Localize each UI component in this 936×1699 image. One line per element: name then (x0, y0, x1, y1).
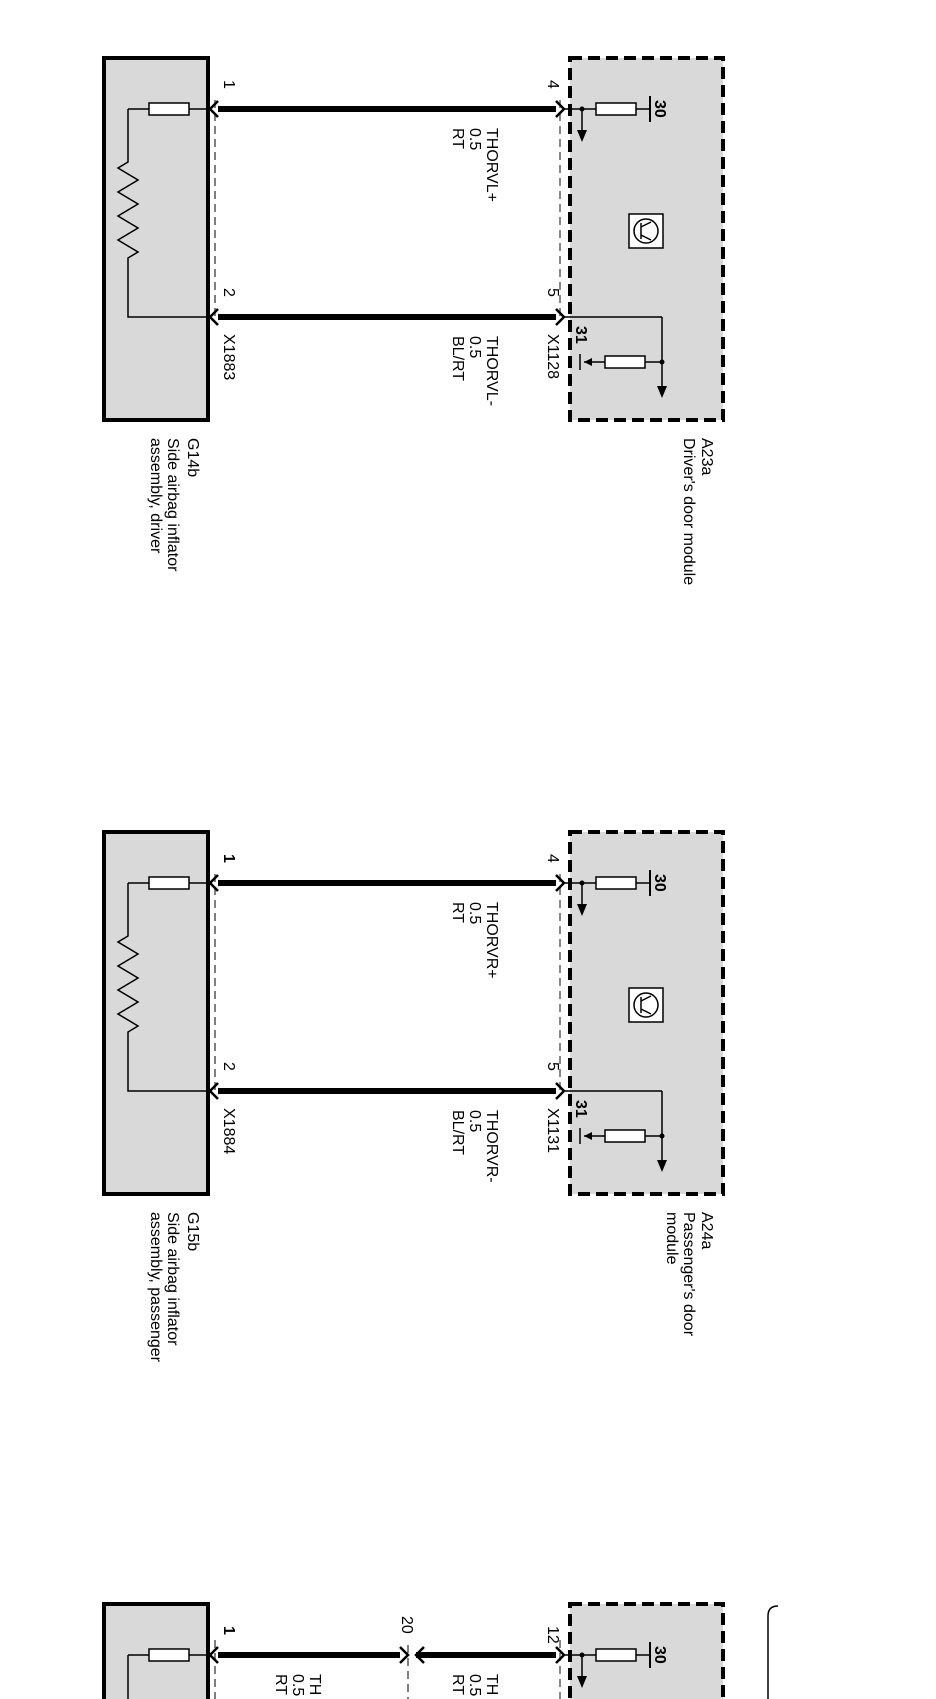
module-connector-label: X1128 (544, 334, 561, 379)
ground-terminal-label: 31 (572, 1100, 589, 1118)
pullup-resistor (595, 1648, 637, 1662)
ground-arrow (577, 1676, 587, 1688)
inflator-name-line1: Side airbag inflator (164, 438, 181, 572)
supply-terminal-label: 30 (651, 100, 668, 118)
wire-gauge-left: 0.5 (289, 1674, 306, 1696)
inflator-resistor (148, 102, 190, 116)
module-name-line1: Passenger's door (680, 1212, 697, 1337)
pullup-resistor (595, 102, 637, 116)
wire-neg-signal: THORVL- (483, 336, 500, 406)
squib-coil (116, 109, 210, 318)
module-id: A24a (698, 1212, 715, 1249)
harness-bracket (767, 1605, 779, 1699)
circuit-passenger: 1 2 4 5 30 31 THORVR+ 0.5 RT THORVR- 0.5… (102, 830, 725, 1363)
inflator-connector-label: X1883 (220, 334, 237, 380)
module-pin-5-terminal (555, 308, 566, 326)
module-pin-label: 12 (544, 1626, 561, 1644)
inline-pin-label: 20 (398, 1616, 415, 1634)
ground-arrow-2 (657, 386, 667, 398)
pulldown-resistor (604, 355, 646, 369)
wire-neg-signal: THORVR- (483, 1110, 500, 1183)
module-pin-4-terminal (555, 100, 566, 118)
circuit-partial: 1 12 20 30 TH 0.5 RT TH 0.5 RT (102, 1602, 779, 1699)
inflator-id: G14b (184, 438, 201, 477)
door-module-box (568, 830, 725, 1196)
squib-coil (116, 883, 210, 1092)
inflator-pin-2-terminal (208, 1082, 219, 1100)
wire-neg-gauge: 0.5 (466, 1110, 483, 1132)
wire-pos-gauge: 0.5 (466, 128, 483, 150)
inflator-pin-1-terminal (208, 874, 219, 892)
inflator-pin-2-label: 2 (220, 1062, 237, 1071)
inflator-pin-2-label: 2 (220, 288, 237, 297)
wire-pos-color: RT (449, 128, 466, 149)
inflator-box (102, 56, 210, 422)
module-box-partial (568, 1602, 725, 1699)
module-id: A23a (698, 438, 715, 475)
module-pin-4-label: 4 (544, 854, 561, 863)
inflator-name-line2: assembly, driver (147, 438, 164, 554)
inflator-resistor (148, 1648, 190, 1662)
wire-signal-right: TH (483, 1674, 500, 1695)
wire-neg-gauge: 0.5 (466, 336, 483, 358)
wire-color-right: RT (449, 1674, 466, 1695)
pullup-resistor (595, 876, 637, 890)
supply-terminal-label: 30 (651, 874, 668, 892)
wire-neg-color: BL/RT (449, 336, 466, 381)
circuit-driver: 1 2 4 5 30 31 THORVL+ 0.5 RT THORVL- 0.5… (102, 56, 725, 585)
module-connector-label: X1131 (544, 1108, 561, 1153)
ground-arrow (577, 130, 587, 142)
module-pin-4-label: 4 (544, 80, 561, 89)
inflator-box (102, 830, 210, 1196)
wire-pos-color: RT (449, 902, 466, 923)
module-pin-5-terminal (555, 1082, 566, 1100)
inflator-resistor (148, 876, 190, 890)
wire-signal-left: TH (306, 1674, 323, 1695)
supply-terminal-label: 30 (651, 1646, 668, 1664)
inflator-pin-1-terminal (208, 100, 219, 118)
wire-gauge-right: 0.5 (466, 1674, 483, 1696)
module-pin-4-terminal (555, 874, 566, 892)
inflator-name-line2: assembly, passenger (147, 1212, 164, 1363)
wire-pos-gauge: 0.5 (466, 902, 483, 924)
inflator-pin-1-label: 1 (220, 80, 237, 89)
module-name: Driver's door module (680, 438, 697, 585)
wire-color-left: RT (272, 1674, 289, 1695)
ground-terminal-label: 31 (572, 326, 589, 344)
inflator-id: G15b (184, 1212, 201, 1251)
module-name-line2: module (663, 1212, 680, 1265)
inflator-pin-label: 1 (220, 1626, 237, 1635)
module-pin-5-label: 5 (544, 1062, 561, 1071)
inflator-pin-1-label: 1 (220, 854, 237, 863)
inflator-connector-label: X1884 (220, 1108, 237, 1154)
module-pin-5-label: 5 (544, 288, 561, 297)
inflator-name-line1: Side airbag inflator (164, 1212, 181, 1346)
ground-arrow-2 (657, 1160, 667, 1172)
pulldown-resistor (604, 1129, 646, 1143)
inflator-pin-2-terminal (208, 308, 219, 326)
wire-pos-signal: THORVR+ (483, 902, 500, 979)
ground-arrow (577, 904, 587, 916)
wire-pos-signal: THORVL+ (483, 128, 500, 202)
wire-neg-color: BL/RT (449, 1110, 466, 1155)
